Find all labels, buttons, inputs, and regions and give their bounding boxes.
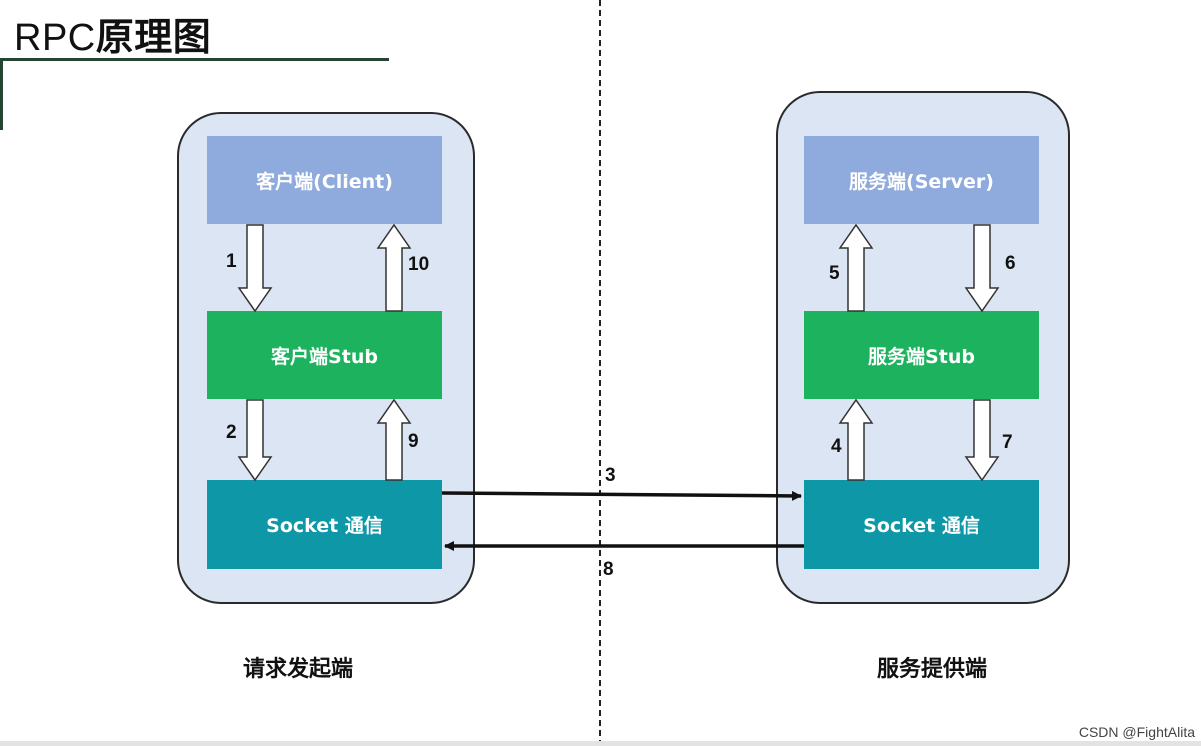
title-underline [0, 58, 389, 61]
arrow-step-6-icon [964, 224, 1000, 313]
step-label-8: 8 [603, 559, 614, 580]
step-label-6: 6 [1005, 253, 1016, 274]
center-dashed-divider [599, 0, 601, 746]
arrow-step-3-icon [441, 490, 802, 501]
title-latin: RPC [14, 17, 96, 59]
client-socket-box: Socket 通信 [207, 480, 442, 569]
title-left-bar [0, 58, 3, 130]
step-label-7: 7 [1002, 432, 1013, 453]
title-cjk: 原理图 [95, 15, 212, 59]
step-label-1: 1 [226, 251, 237, 272]
client-stub-box: 客户端Stub [207, 311, 442, 399]
server-side-caption: 服务提供端 [877, 657, 988, 682]
step-label-4: 4 [831, 436, 842, 457]
arrow-step-9-icon [376, 398, 412, 481]
client-side-caption: 请求发起端 [243, 657, 354, 682]
arrow-step-10-icon [376, 223, 412, 312]
arrow-step-7-icon [964, 399, 1000, 482]
arrow-step-2-icon [237, 399, 273, 482]
server-stub-box: 服务端Stub [804, 311, 1039, 399]
step-label-5: 5 [829, 263, 840, 284]
arrow-step-5-icon [838, 223, 874, 312]
arrow-step-4-icon [838, 398, 874, 481]
page-title: RPC原理图 [14, 6, 211, 61]
server-box: 服务端(Server) [804, 136, 1039, 224]
step-label-10: 10 [408, 254, 430, 275]
arrow-step-1-icon [237, 224, 273, 313]
step-label-2: 2 [226, 422, 237, 443]
server-socket-box: Socket 通信 [804, 480, 1039, 569]
bottom-strip [0, 741, 1201, 746]
step-label-3: 3 [605, 465, 616, 486]
step-label-9: 9 [408, 431, 419, 452]
watermark: CSDN @FightAlita [1078, 724, 1195, 740]
client-box: 客户端(Client) [207, 136, 442, 224]
